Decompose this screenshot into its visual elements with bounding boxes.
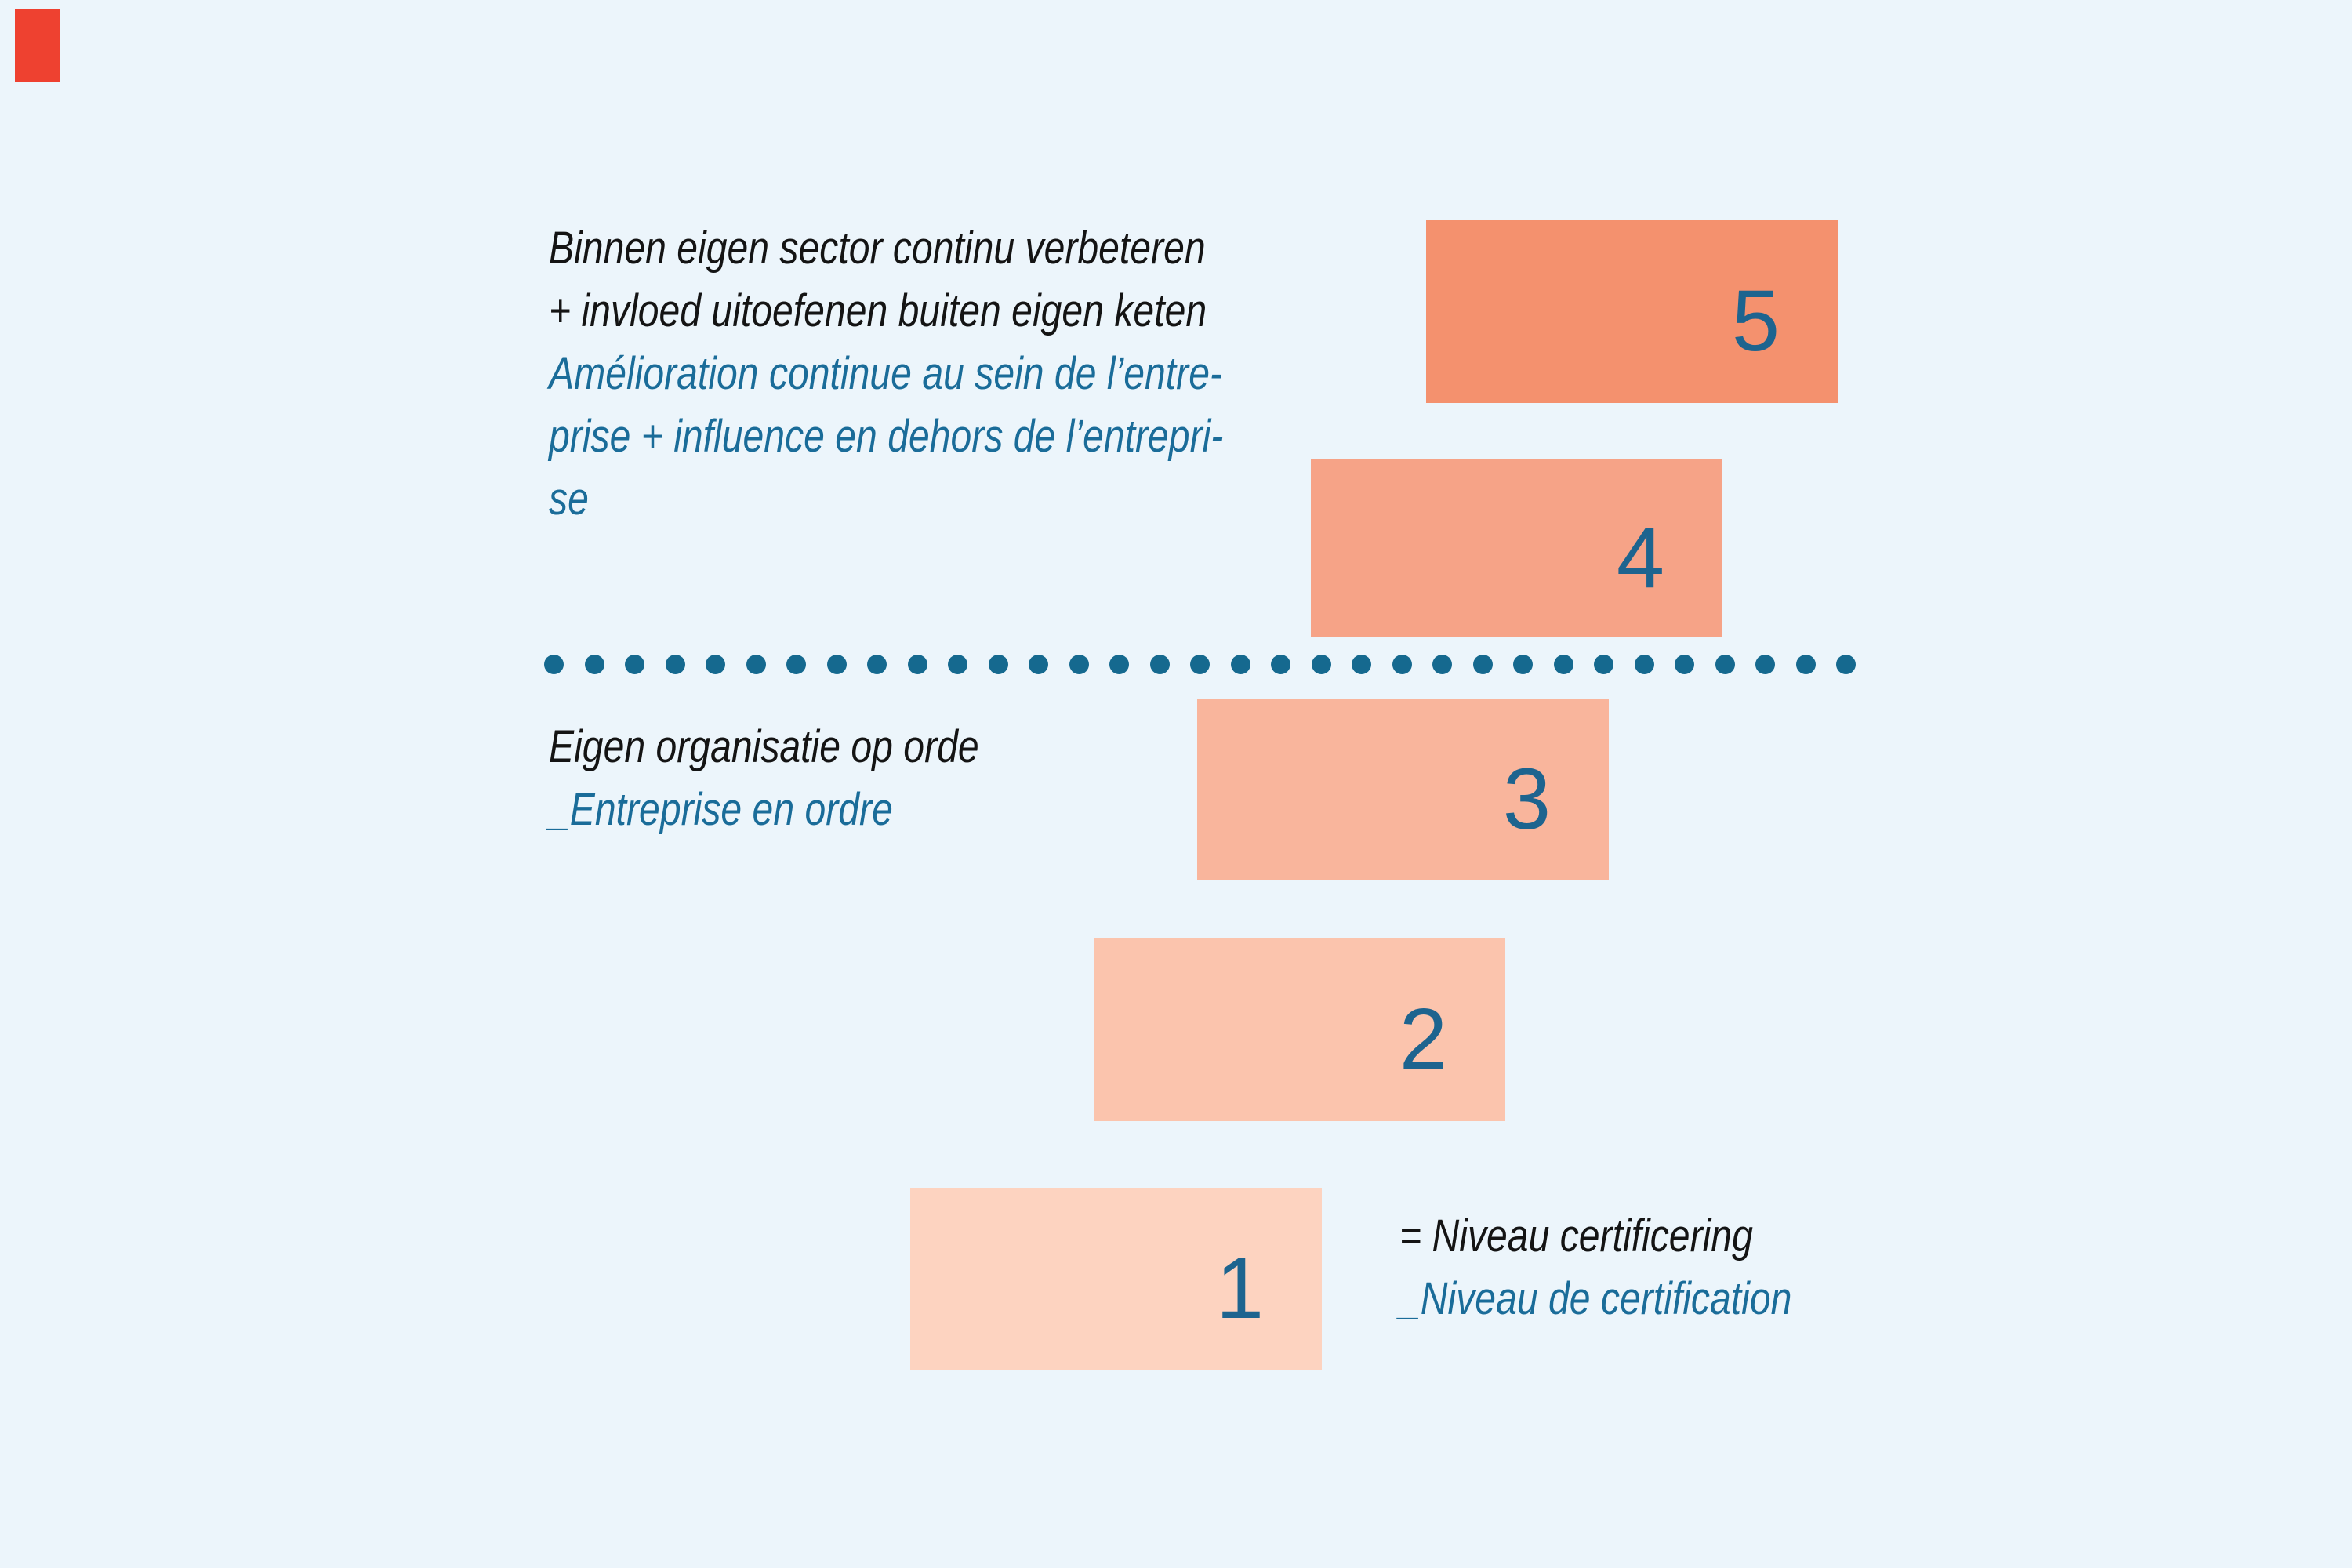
upper-label-nl-line2: + invloed uitoefenen buiten eigen keten [549, 285, 1207, 336]
legend: = Niveau certificering _Niveau de certif… [1399, 1205, 1791, 1330]
upper-label-fr-line2: prise + influence en dehors de l’entrepr… [549, 411, 1224, 462]
upper-label-fr-line1: Amélioration continue au sein de l’entre… [549, 348, 1222, 399]
separator-dot [1513, 655, 1533, 674]
level-number-1: 1 [1215, 1240, 1264, 1337]
separator-dot [1230, 655, 1250, 674]
upper-label-fr-line3: se [549, 474, 589, 524]
upper-label-nl-line1: Binnen eigen sector continu verbeteren [549, 223, 1206, 274]
separator-dot [1472, 655, 1493, 674]
corner-marker-square [15, 9, 60, 82]
separator-dot [1029, 655, 1048, 674]
separator-dot [665, 655, 685, 674]
separator-dot [746, 655, 766, 674]
separator-dot [1432, 655, 1452, 674]
level-number-3: 3 [1502, 750, 1551, 848]
lower-label-nl: Eigen organisatie op orde [549, 721, 979, 772]
level-number-5: 5 [1731, 273, 1780, 369]
separator-dot [1755, 655, 1775, 674]
legend-nl: = Niveau certificering [1399, 1210, 1753, 1261]
separator-dot [1069, 655, 1089, 674]
separator-dot [584, 655, 604, 674]
legend-fr: _Niveau de certification [1399, 1273, 1792, 1324]
level-number-2: 2 [1399, 991, 1447, 1087]
level-box-1: 1 [910, 1188, 1322, 1370]
lower-label-fr: _Entreprise en ordre [549, 784, 893, 835]
separator-dot [1352, 655, 1371, 674]
separator-dot [1190, 655, 1210, 674]
separator-dot [1634, 655, 1654, 674]
level-box-4: 4 [1311, 459, 1722, 637]
separator-dot [544, 655, 564, 674]
separator-dot [1109, 655, 1129, 674]
separator-dot [1311, 655, 1331, 674]
separator-dot [826, 655, 847, 674]
separator-dot [625, 655, 644, 674]
separator-dot [1392, 655, 1412, 674]
separator-dot [907, 655, 927, 674]
separator-dot [1836, 655, 1856, 674]
separator-dot [1271, 655, 1290, 674]
upper-levels-label: Binnen eigen sector continu verbeteren +… [549, 217, 1223, 531]
level-number-4: 4 [1616, 510, 1664, 606]
level-box-2: 2 [1094, 938, 1505, 1121]
separator-dotted-line [544, 655, 1856, 674]
separator-dot [1594, 655, 1613, 674]
separator-dot [988, 655, 1008, 674]
separator-dot [1149, 655, 1170, 674]
separator-dot [1715, 655, 1735, 674]
level-box-5: 5 [1426, 220, 1838, 403]
separator-dot [1675, 655, 1694, 674]
separator-dot [1553, 655, 1573, 674]
separator-dot [1795, 655, 1816, 674]
separator-dot [948, 655, 967, 674]
separator-dot [867, 655, 887, 674]
separator-dot [786, 655, 806, 674]
level-box-3: 3 [1197, 699, 1609, 880]
separator-dot [706, 655, 725, 674]
lower-levels-label: Eigen organisatie op orde _Entreprise en… [549, 716, 979, 841]
